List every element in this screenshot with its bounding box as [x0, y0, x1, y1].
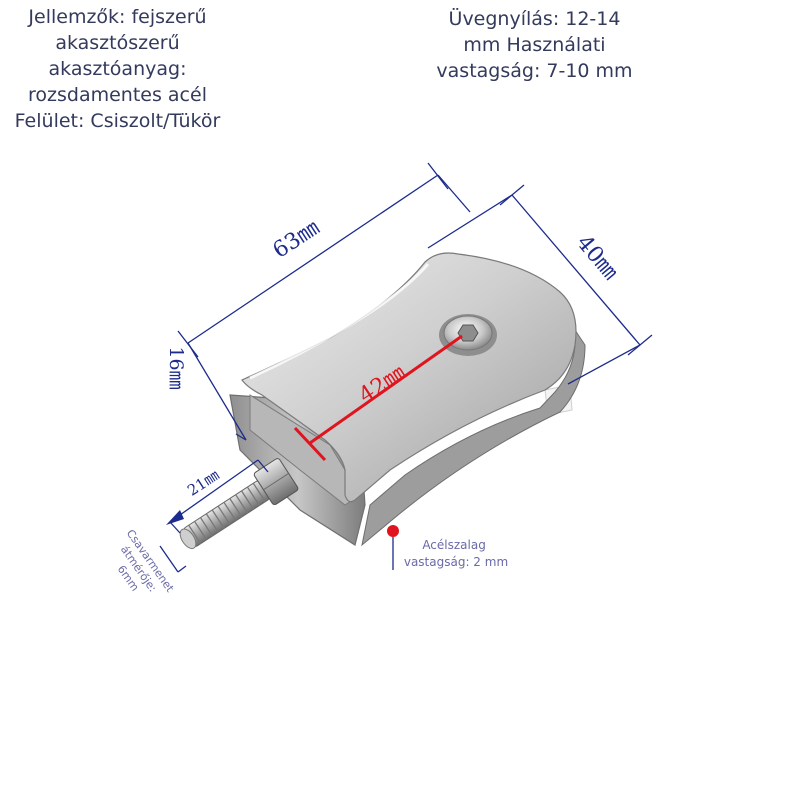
width-label: 40㎜ [571, 231, 622, 285]
spec-line: Jellemzők: fejszerű [28, 6, 207, 28]
dim-line-diameter [159, 545, 179, 573]
steel-band-label: Acélszalag vastagság: 2 mm [404, 538, 508, 569]
dim-line-height [187, 342, 247, 441]
spec-list-left: Jellemzők: fejszerű akasztószerű akasztó… [0, 4, 235, 134]
height-label: 16㎜ [165, 346, 187, 389]
spec-list-right: Üvegnyílás: 12-14 mm Használati vastagsá… [412, 6, 657, 84]
screw-diameter-label: Csavarmenet átmérője: 6mm [101, 527, 179, 613]
steel-band-pointer [387, 525, 399, 570]
dim-line-bolt [169, 459, 259, 523]
spec-line: akasztóanyag: [48, 58, 187, 80]
bolt [179, 458, 299, 550]
hole-spacing-measure [293, 334, 463, 462]
dim-line-width [511, 194, 641, 346]
svg-text:Csavarmenet átmérője:: Csavarmenet átmérője: 6mm [101, 527, 179, 613]
spec-line: Üvegnyílás: 12-14 [448, 8, 621, 30]
spec-line: mm Használati [463, 34, 606, 56]
clamp-body [229, 252, 586, 547]
bolt-length-label: 21㎜ [184, 466, 222, 500]
spec-line: vastagság: 7-10 mm [436, 60, 633, 82]
spec-line: Felület: Csiszolt/Tükör [14, 110, 221, 132]
dim-line-length [187, 174, 439, 344]
spec-line: rozsdamentes acél [28, 84, 207, 106]
screw-head [439, 314, 497, 356]
dimension-lines [159, 162, 653, 573]
spec-line: akasztószerű [55, 32, 180, 54]
